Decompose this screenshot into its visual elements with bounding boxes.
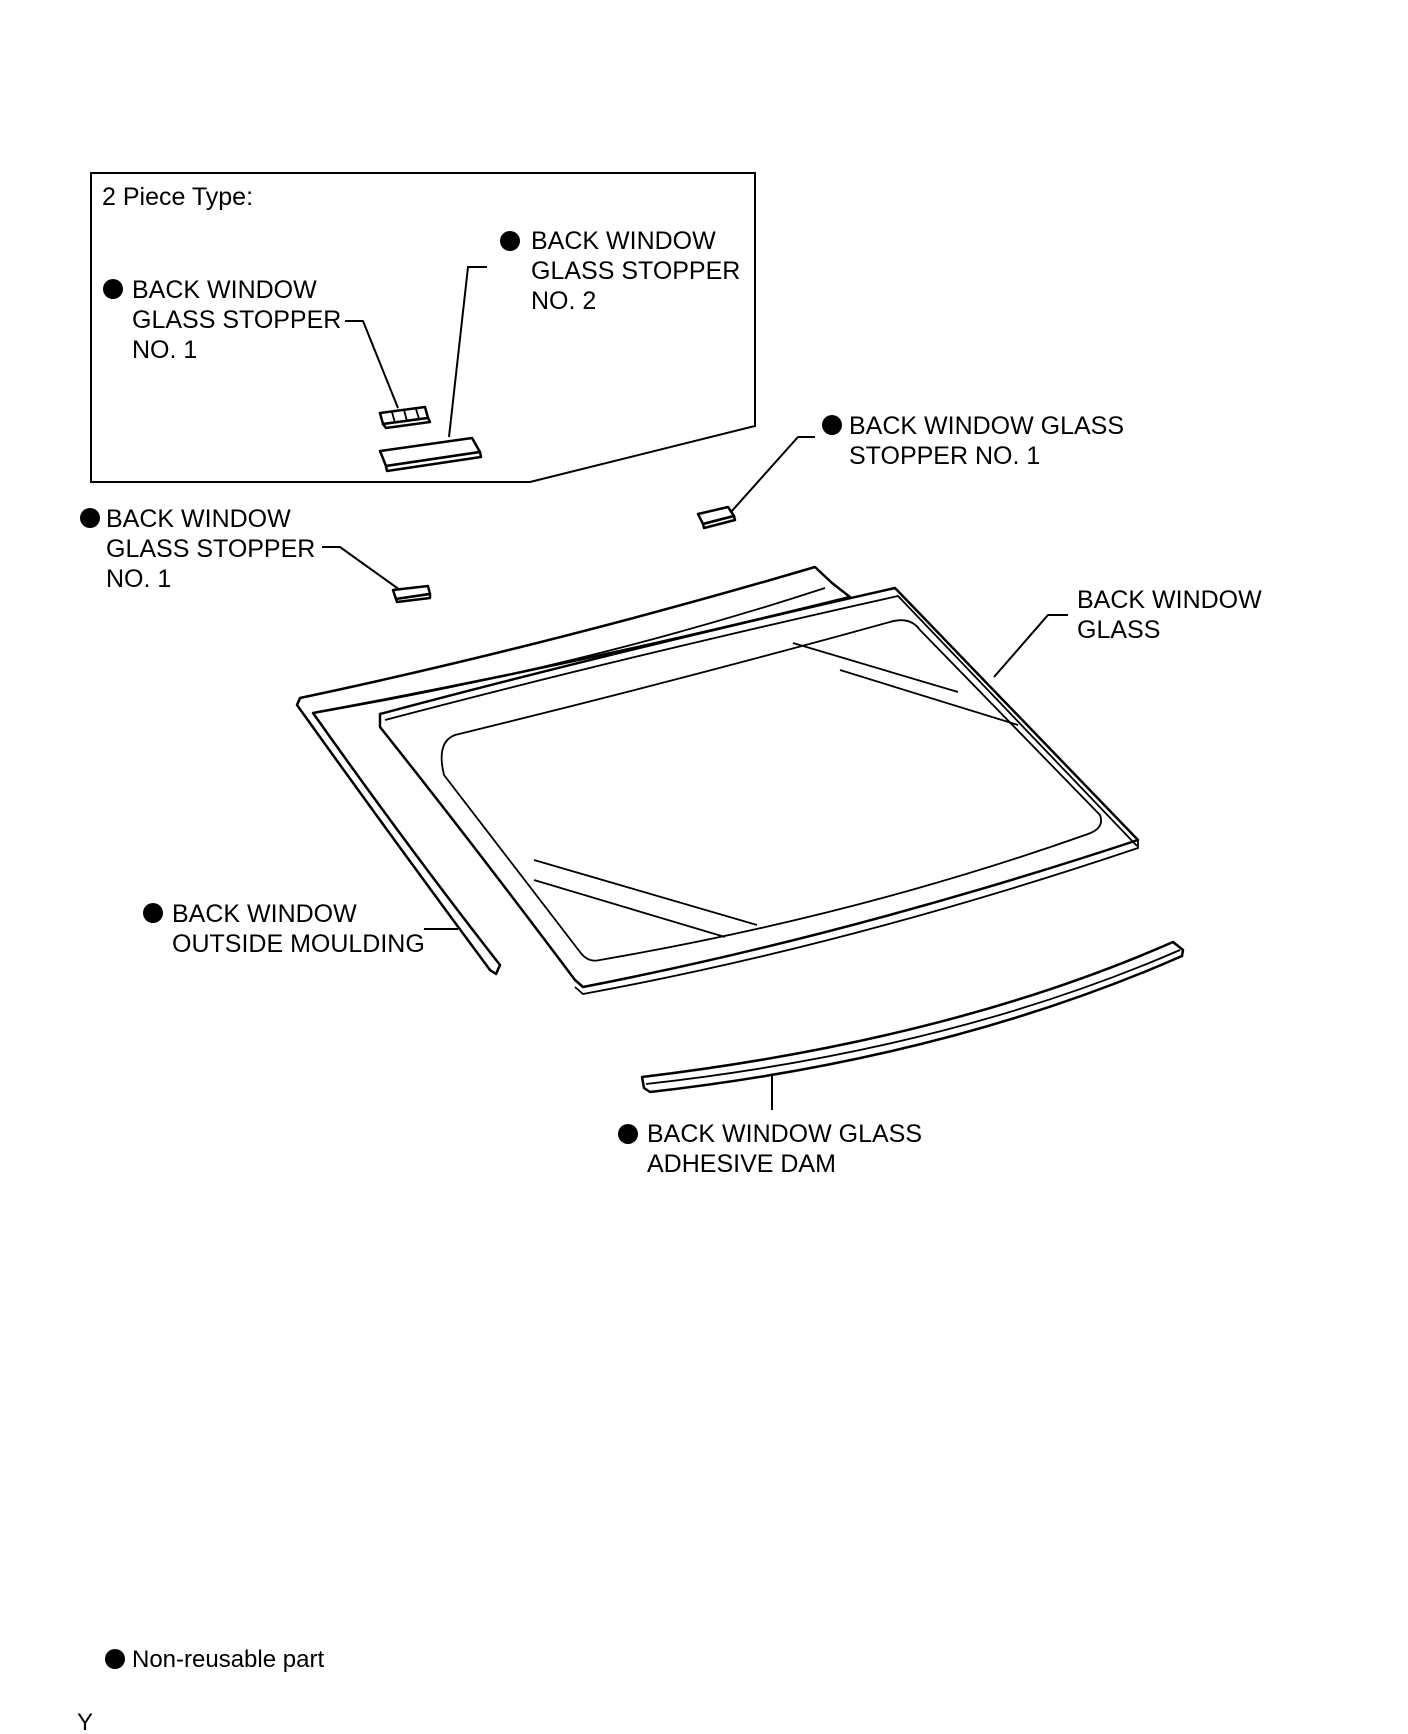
outside-moulding-part [295, 565, 852, 976]
glass-defogger-line [533, 879, 726, 938]
non-reusable-marker [103, 279, 123, 299]
stopper-left-leader [322, 546, 401, 591]
dam-callout: BACK WINDOW GLASS ADHESIVE DAM [618, 1076, 922, 1178]
stopper-right-leader [730, 436, 815, 513]
glass-defogger-line [839, 669, 1019, 726]
moulding-callout: BACK WINDOW OUTSIDE MOULDING [143, 900, 458, 958]
stopper-right-label-1: BACK WINDOW GLASS [849, 412, 1124, 440]
back-window-glass-part [378, 586, 1140, 995]
glass-outer-edge [378, 586, 1140, 989]
stopper-left-label-3: NO. 1 [106, 565, 171, 593]
inset-stopper-no1-label-1: BACK WINDOW [132, 276, 317, 304]
stopper-no1-right-callout: BACK WINDOW GLASS STOPPER NO. 1 [696, 412, 1124, 530]
inset-stopper-no2-label-3: NO. 2 [531, 287, 596, 315]
glass-defogger-line [792, 642, 959, 693]
dam-label-1: BACK WINDOW GLASS [647, 1120, 922, 1148]
inset-border [90, 172, 756, 483]
inset-title: 2 Piece Type: [102, 183, 253, 211]
dam-label-2: ADHESIVE DAM [647, 1150, 836, 1178]
glass-ceramic-border [440, 619, 1103, 962]
glass-leader [993, 614, 1068, 678]
stopper-no1-right-part [696, 505, 737, 530]
legend-text: Non-reusable part [132, 1646, 324, 1673]
inset-panel: 2 Piece Type: BACK WINDOW GLASS STOPPER … [90, 172, 756, 483]
non-reusable-marker [80, 508, 100, 528]
non-reusable-marker [618, 1124, 638, 1144]
stopper-no1-left-callout: BACK WINDOW GLASS STOPPER NO. 1 [80, 505, 432, 604]
glass-defogger-line [533, 859, 758, 926]
inset-stopper-no1-leader [345, 320, 399, 409]
inset-stopper-no1-part [378, 405, 432, 430]
stopper-left-label-2: GLASS STOPPER [106, 535, 315, 563]
glass-callout: BACK WINDOW GLASS [993, 586, 1262, 678]
legend: Non-reusable part [105, 1646, 324, 1673]
inset-stopper-no2-part [378, 436, 483, 473]
inset-stopper-no1-label-2: GLASS STOPPER [132, 306, 341, 334]
stopper-right-label-2: STOPPER NO. 1 [849, 442, 1040, 470]
non-reusable-marker [822, 415, 842, 435]
moulding-label-2: OUTSIDE MOULDING [172, 930, 425, 958]
moulding-label-1: BACK WINDOW [172, 900, 357, 928]
adhesive-dam-part [640, 940, 1185, 1094]
inset-stopper-no2-label-1: BACK WINDOW [531, 227, 716, 255]
glass-label-1: BACK WINDOW [1077, 586, 1262, 614]
glass-label-2: GLASS [1077, 616, 1160, 644]
inset-stopper-no2-label-2: GLASS STOPPER [531, 257, 740, 285]
footer-code: Y [77, 1709, 93, 1734]
inset-stopper-no1-label-3: NO. 1 [132, 336, 197, 364]
stopper-no1-left-part [391, 584, 432, 604]
inset-stopper-no2-leader [448, 266, 487, 438]
non-reusable-marker [500, 231, 520, 251]
non-reusable-marker [105, 1649, 125, 1669]
non-reusable-marker [143, 903, 163, 923]
stopper-left-label-1: BACK WINDOW [106, 505, 291, 533]
